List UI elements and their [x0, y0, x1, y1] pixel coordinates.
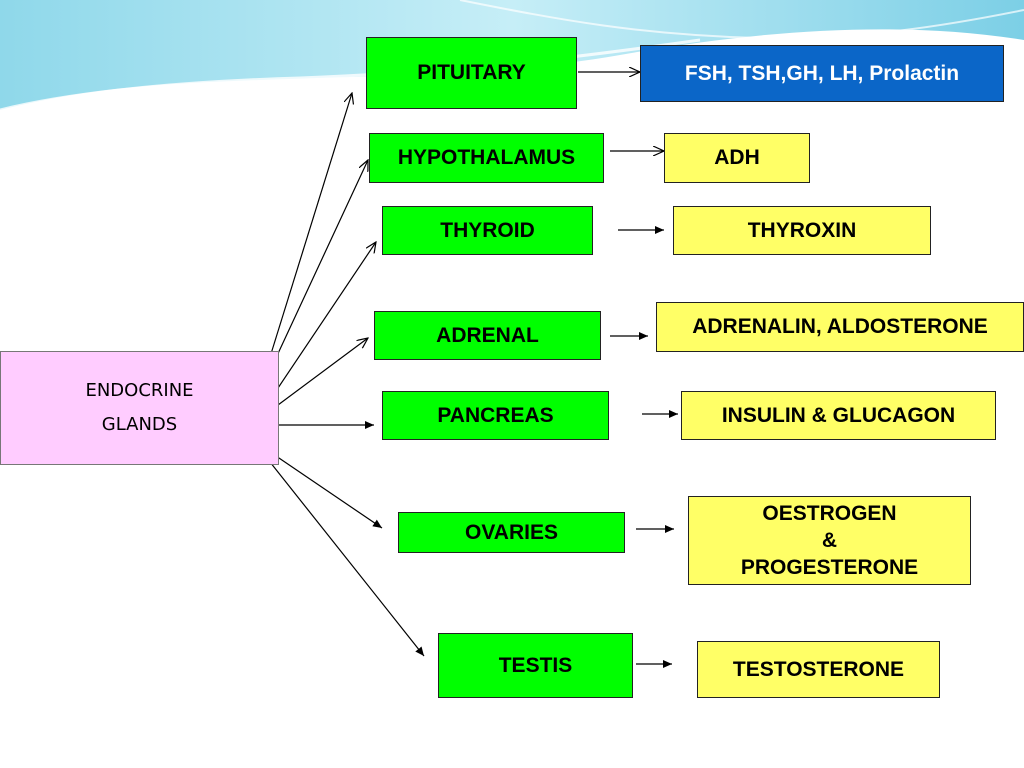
gland-ovaries: OVARIES — [398, 512, 625, 553]
source-label-line1: ENDOCRINE — [85, 379, 194, 401]
hormone-ovaries-line3: PROGESTERONE — [740, 556, 919, 580]
arrow-source-to-ovaries — [275, 455, 383, 529]
gland-thyroid: THYROID — [382, 206, 593, 255]
hormone-testis: TESTOSTERONE — [697, 641, 940, 698]
hormone-adrenal: ADRENALIN, ALDOSTERONE — [656, 302, 1024, 352]
arrow-source-to-thyroid — [277, 242, 376, 389]
arrow-source-to-adrenal — [277, 338, 368, 406]
hormone-pituitary: FSH, TSH,GH, LH, Prolactin — [640, 45, 1004, 102]
hormone-ovaries-line2: & — [821, 528, 838, 552]
arrow-source-to-hypothalamus — [274, 160, 368, 361]
hormone-pancreas: INSULIN & GLUCAGON — [681, 391, 996, 440]
endocrine-glands-box: ENDOCRINE GLANDS — [0, 351, 279, 465]
gland-adrenal: ADRENAL — [374, 311, 601, 360]
gland-hypothalamus: HYPOTHALAMUS — [369, 133, 604, 183]
gland-testis: TESTIS — [438, 633, 633, 698]
hormone-ovaries: OESTROGEN & PROGESTERONE — [688, 496, 971, 585]
source-label-line2: GLANDS — [101, 414, 178, 435]
hormone-ovaries-line1: OESTROGEN — [762, 501, 897, 525]
gland-pancreas: PANCREAS — [382, 391, 609, 440]
arrow-source-to-testis — [269, 461, 425, 657]
gland-pituitary: PITUITARY — [366, 37, 577, 109]
hormone-hypothalamus: ADH — [664, 133, 810, 183]
hormone-thyroid: THYROXIN — [673, 206, 931, 255]
